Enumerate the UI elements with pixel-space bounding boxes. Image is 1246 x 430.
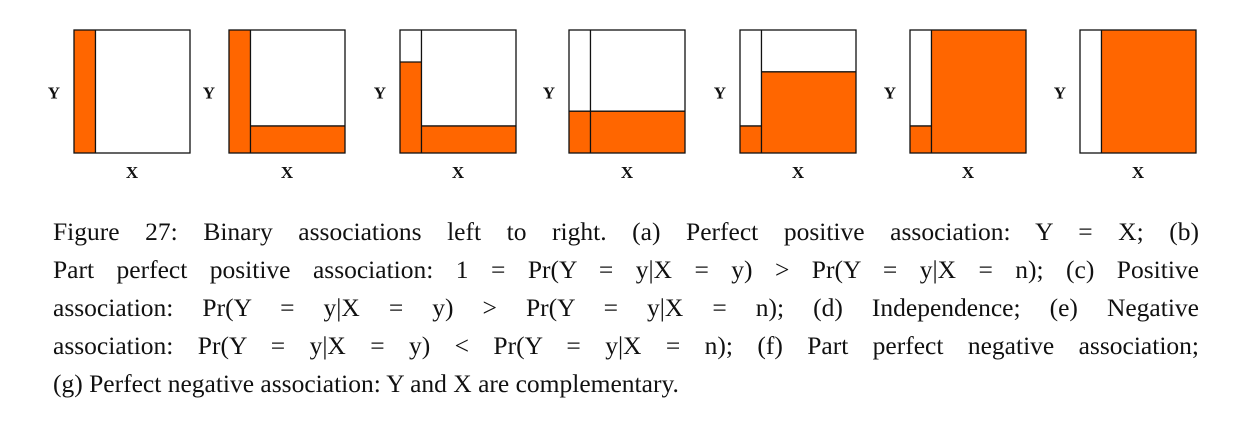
panel-b-right-fill — [250, 125, 345, 153]
panel-d-y-label: Y — [543, 84, 555, 103]
panel-c-y-label: Y — [374, 84, 386, 103]
caption-line-4: association: Pr(Y = y|X = y) < Pr(Y = y|… — [53, 331, 1199, 360]
panel-e-x-label: X — [792, 163, 805, 182]
panel-f-left-fill — [910, 125, 932, 153]
panel-b: YX — [203, 29, 346, 182]
panel-f-right-fill — [931, 30, 1026, 153]
caption-line-3: association: Pr(Y = y|X = y) > Pr(Y = y|… — [53, 293, 1199, 322]
panel-a-border — [73, 29, 191, 154]
panel-g-right-fill — [1101, 30, 1196, 153]
panel-e: YX — [714, 29, 857, 182]
panel-f-border — [909, 29, 1027, 154]
panel-c-left-fill — [400, 61, 422, 154]
panel-c-right-fill — [421, 125, 516, 153]
panel-b-y-label: Y — [203, 84, 215, 103]
panel-d-left-fill — [569, 111, 591, 153]
caption-line-1: Figure 27: Binary associations left to r… — [53, 217, 1199, 246]
figure-caption: Figure 27: Binary associations left to r… — [53, 213, 1199, 403]
panel-a-y-label: Y — [48, 84, 60, 103]
panel-a-left-fill — [74, 30, 96, 153]
panel-g-y-label: Y — [1054, 84, 1066, 103]
panel-f-y-label: Y — [884, 84, 896, 103]
panel-c-border — [399, 29, 517, 154]
caption-line-2: Part perfect positive association: 1 = P… — [53, 255, 1199, 284]
panel-e-y-label: Y — [714, 84, 726, 103]
panel-g-border — [1079, 29, 1197, 154]
panel-g-x-label: X — [1132, 163, 1145, 182]
panel-c: YX — [374, 29, 517, 182]
panel-f: YX — [884, 29, 1027, 182]
panel-f-x-label: X — [962, 163, 975, 182]
panel-b-left-fill — [229, 30, 251, 153]
panel-e-left-fill — [740, 125, 762, 153]
panel-d-border — [568, 29, 686, 154]
panel-d-x-label: X — [621, 163, 634, 182]
panel-d: YX — [543, 29, 686, 182]
panel-d-right-fill — [590, 111, 685, 153]
panel-a: YX — [48, 29, 191, 182]
panel-a-x-label: X — [126, 163, 139, 182]
caption-line-5: (g) Perfect negative association: Y and … — [53, 369, 679, 398]
panel-c-x-label: X — [452, 163, 465, 182]
panel-g: YX — [1054, 29, 1197, 182]
panel-b-x-label: X — [281, 163, 294, 182]
panel-e-right-fill — [761, 71, 856, 153]
panel-e-border — [739, 29, 857, 154]
panel-b-border — [228, 29, 346, 154]
